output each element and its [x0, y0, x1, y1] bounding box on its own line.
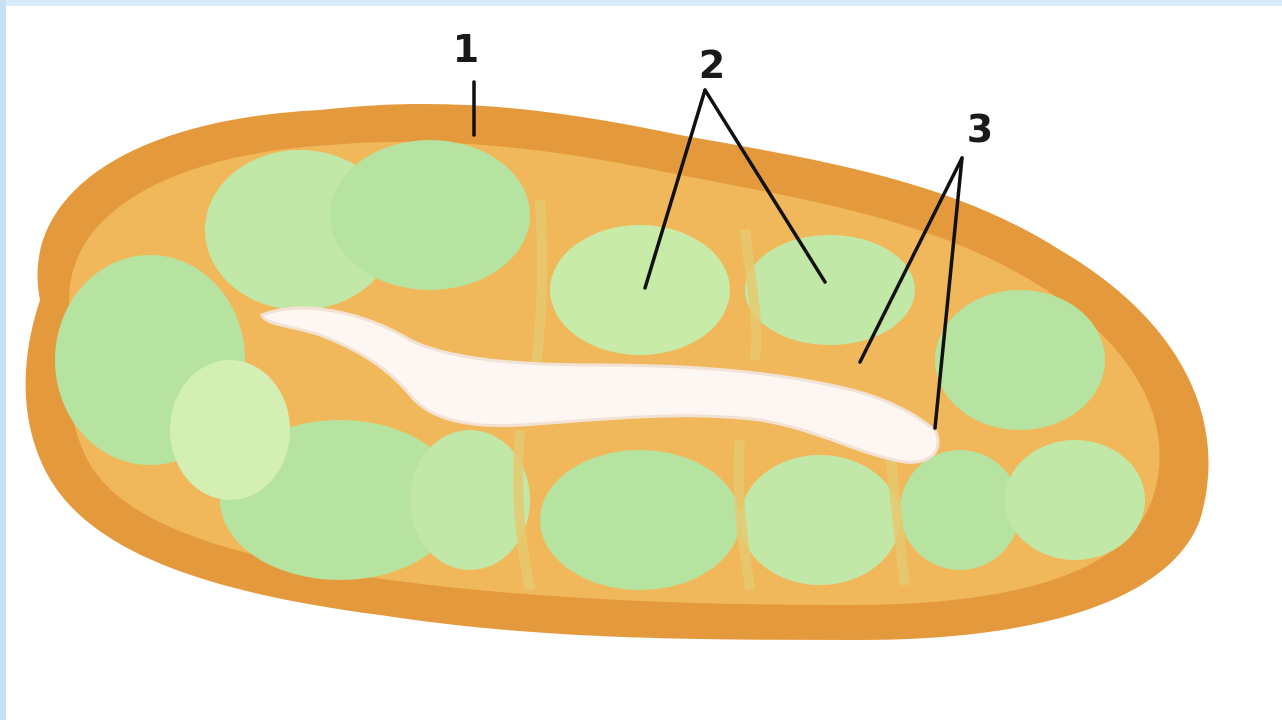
- cell: [170, 360, 290, 500]
- cell: [740, 455, 900, 585]
- cell: [1005, 440, 1145, 560]
- cell: [330, 140, 530, 290]
- cell: [550, 225, 730, 355]
- cell: [935, 290, 1105, 430]
- callout-label-1: 1: [453, 27, 479, 71]
- cell: [745, 235, 915, 345]
- callout-label-3: 3: [967, 107, 993, 151]
- callout-label-2: 2: [699, 43, 725, 87]
- cell: [900, 450, 1020, 570]
- cell: [540, 450, 740, 590]
- cell: [410, 430, 530, 570]
